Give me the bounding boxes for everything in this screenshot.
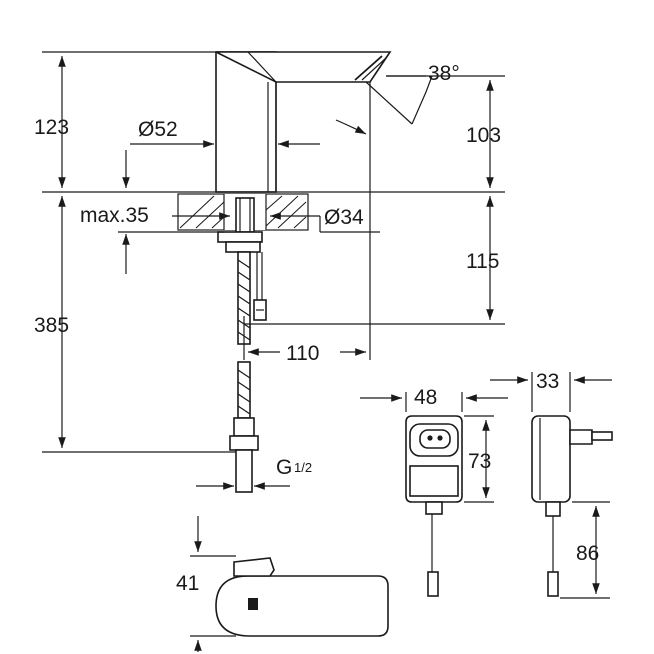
label-adapter-cable: 86: [576, 542, 599, 565]
mounting-assembly: [217, 197, 267, 493]
dimension-lines: [42, 51, 505, 490]
label-hose-length: 385: [34, 314, 69, 337]
faucet-side-view: [215, 51, 392, 193]
control-box: [190, 516, 389, 652]
dimension-labels: 123 Ø52 38° 103 max.35 Ø34 115 385 110 G…: [34, 62, 599, 595]
label-outlet-height: 103: [466, 124, 501, 147]
label-max-thickness: max.35: [80, 204, 149, 227]
label-adapter-depth: 33: [536, 370, 559, 393]
label-spout-diameter: Ø52: [138, 118, 178, 141]
label-thread: G: [276, 456, 292, 479]
label-reach: 110: [286, 342, 319, 365]
label-below-counter: 115: [466, 250, 499, 273]
label-hole-diameter: Ø34: [324, 206, 364, 229]
label-height-total: 123: [34, 116, 69, 139]
power-adapter-front: [360, 392, 508, 597]
label-adapter-height: 73: [468, 450, 491, 473]
label-adapter-width: 48: [414, 386, 437, 409]
label-thread-fraction: 1/2: [294, 460, 312, 475]
label-angle: 38°: [428, 62, 460, 85]
power-adapter-side: [490, 372, 613, 599]
label-sensor-height: 41: [176, 572, 199, 595]
